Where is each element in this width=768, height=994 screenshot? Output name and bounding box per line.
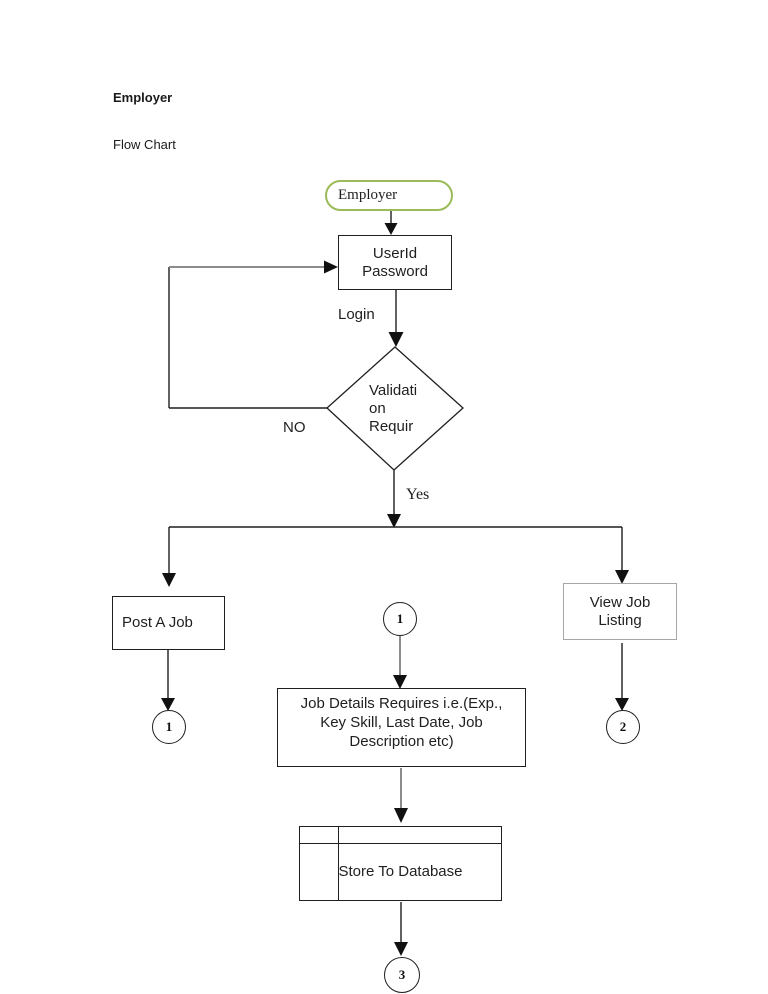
offpage-connector-one-mid: 1	[383, 602, 417, 636]
connector-start-to-userid	[384, 211, 398, 235]
job-details-line3: Description etc)	[349, 733, 454, 750]
connector-post-to-one	[161, 650, 175, 711]
job-details-box: Job Details Requires i.e.(Exp., Key Skil…	[277, 688, 526, 767]
store-box-vertical-divider	[338, 827, 340, 900]
decision-line1: Validati	[369, 382, 418, 399]
offpage-connector-two: 2	[606, 710, 640, 744]
userid-password-line2: Password	[362, 262, 428, 280]
yes-label: Yes	[406, 486, 430, 503]
post-a-job-label: Post A Job	[122, 614, 193, 631]
decision-line3: Requir	[369, 418, 414, 435]
decision-text: Validati on Requir	[369, 382, 459, 436]
store-to-database-label: Store To Database	[338, 862, 463, 880]
connector-jobdetails-to-store	[394, 768, 408, 823]
userid-password-box: UserId Password	[338, 235, 452, 290]
job-details-line2: Key Skill, Last Date, Job	[320, 714, 483, 731]
offpage-connector-three-label: 3	[398, 967, 406, 982]
connector-yes	[387, 470, 401, 528]
no-label: NO	[283, 419, 306, 436]
offpage-connector-three: 3	[384, 957, 420, 993]
offpage-connector-one-mid-label: 1	[396, 611, 404, 626]
view-job-line2: Listing	[598, 611, 642, 629]
job-details-line1: Job Details Requires i.e.(Exp.,	[300, 695, 503, 712]
offpage-connector-one-left-label: 1	[165, 719, 173, 734]
login-label: Login	[338, 306, 375, 323]
post-a-job-box: Post A Job	[112, 596, 225, 650]
page-subtitle: Flow Chart	[113, 137, 176, 152]
start-terminator: Employer	[325, 180, 453, 211]
connector-one-to-jobdetails	[393, 634, 407, 689]
connector-view-to-two	[615, 643, 629, 711]
offpage-connector-two-label: 2	[619, 719, 627, 734]
userid-password-line1: UserId	[372, 244, 418, 262]
view-job-line1: View Job	[589, 593, 651, 611]
decision-line2: on	[369, 400, 386, 417]
view-job-listing-box: View Job Listing	[563, 583, 677, 640]
connector-userid-to-decision	[388, 290, 404, 347]
page-title: Employer	[113, 90, 173, 105]
connector-distribution	[162, 526, 629, 587]
start-terminator-label: Employer	[338, 187, 398, 203]
store-box-horizontal-divider	[300, 843, 501, 845]
store-to-database-box: Store To Database	[299, 826, 502, 901]
connector-no-loop	[168, 260, 338, 409]
offpage-connector-one-left: 1	[152, 710, 186, 744]
connector-store-to-three	[394, 902, 408, 956]
